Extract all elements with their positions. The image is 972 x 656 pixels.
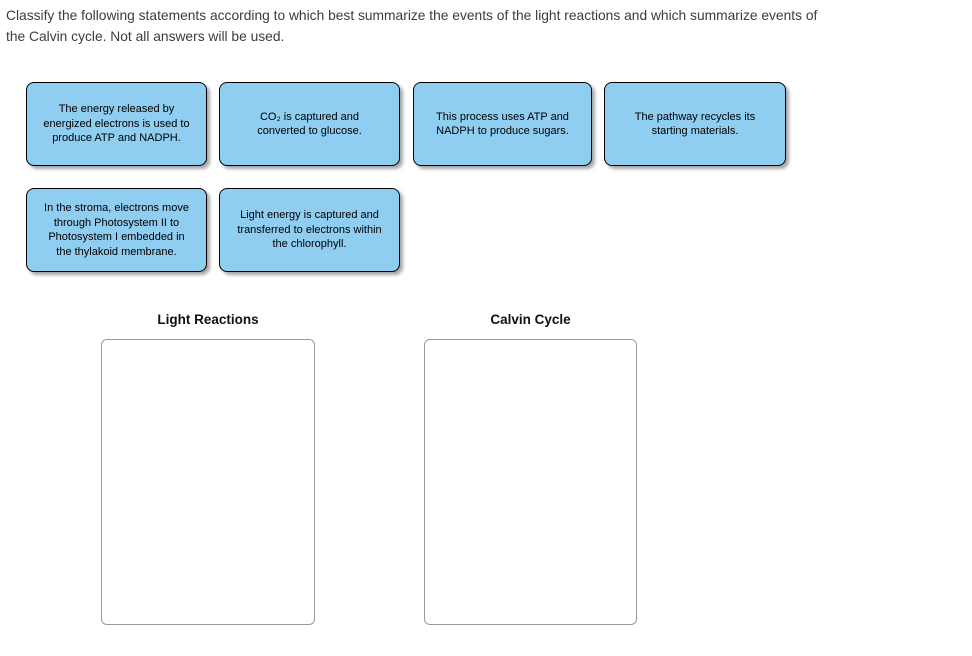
dropzone-light-reactions[interactable]	[101, 339, 315, 625]
dropzone-label-light-reactions: Light Reactions	[157, 312, 259, 327]
statement-card[interactable]: This process uses ATP and NADPH to produ…	[413, 82, 592, 166]
dropzone-label-calvin-cycle: Calvin Cycle	[490, 312, 571, 327]
question-instructions: Classify the following statements accord…	[6, 8, 818, 44]
statement-card[interactable]: CO₂ is captured and converted to glucose…	[219, 82, 400, 166]
statement-card-text: The pathway recycles its starting materi…	[634, 110, 756, 138]
statement-card[interactable]: Light energy is captured and transferred…	[219, 188, 400, 272]
dropzone-calvin-cycle[interactable]	[424, 339, 637, 625]
statement-card-text: CO₂ is captured and converted to glucose…	[257, 110, 362, 138]
statement-card-text: Light energy is captured and transferred…	[237, 209, 382, 251]
statement-card[interactable]: The energy released by energized electro…	[26, 82, 207, 166]
statement-card-text: This process uses ATP and NADPH to produ…	[436, 110, 569, 138]
statement-card-text: The energy released by energized electro…	[43, 103, 190, 145]
statement-card[interactable]: The pathway recycles its starting materi…	[604, 82, 786, 166]
statement-card-text: In the stroma, electrons move through Ph…	[44, 202, 189, 258]
statement-card[interactable]: In the stroma, electrons move through Ph…	[26, 188, 207, 272]
